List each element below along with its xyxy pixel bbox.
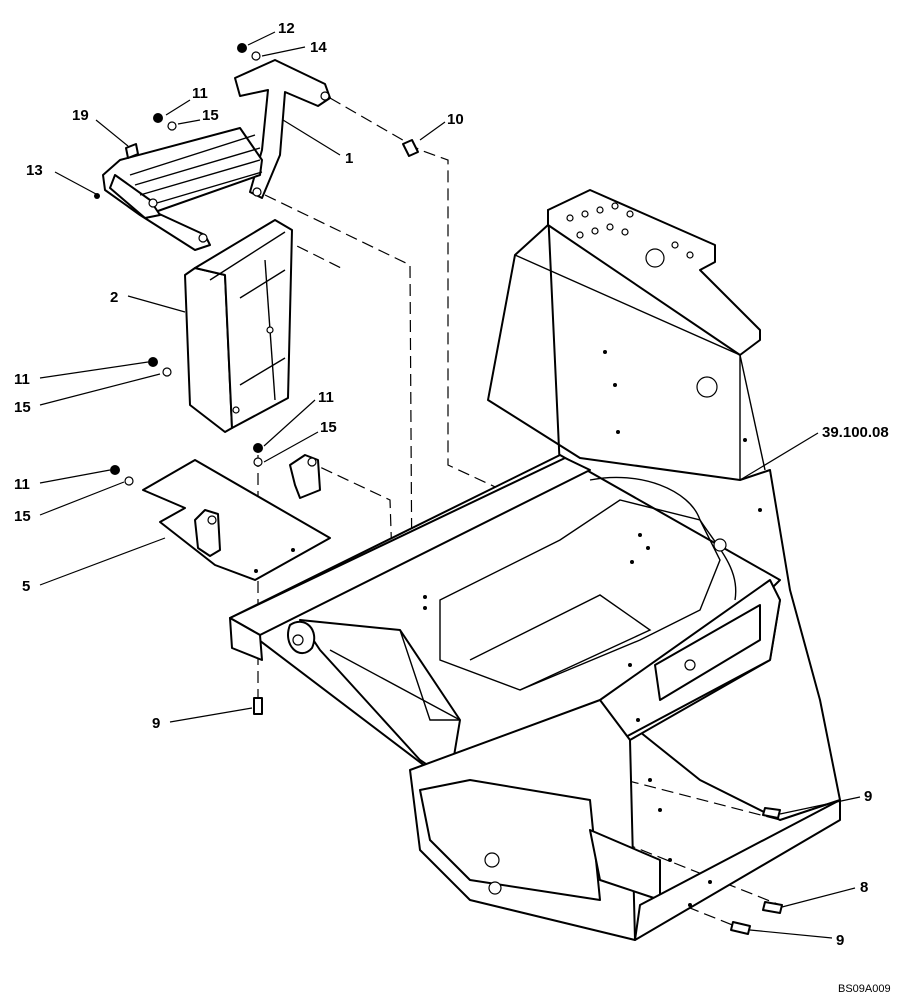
callout-leaders: [39, 31, 861, 939]
callout-11: 11: [318, 389, 334, 406]
top-plate-holes: [566, 202, 694, 259]
callout-2: 2: [110, 289, 118, 306]
washer-14: [251, 51, 261, 61]
callout-13: 13: [26, 162, 43, 179]
bolt-9a: [253, 697, 263, 715]
nut-11a: [153, 113, 163, 123]
bolt-8: [762, 901, 783, 914]
mounting-plate-part-5: [142, 454, 331, 581]
bolt-9b: [762, 807, 781, 819]
step-assembly-part-1: [102, 59, 331, 251]
callout-15: 15: [202, 107, 219, 124]
callout-14: 14: [310, 39, 327, 56]
nut-12: [237, 43, 247, 53]
callout-9: 9: [836, 932, 844, 949]
drawing-code: BS09A009: [838, 983, 891, 995]
callout-11: 11: [14, 476, 30, 493]
washer-15b: [162, 367, 172, 377]
pin-13: [94, 193, 100, 199]
callout-15: 15: [14, 508, 31, 525]
washer-15c: [253, 457, 263, 467]
washer-15a: [167, 121, 177, 131]
bolt-10: [402, 139, 419, 157]
step-bracket-part-2: [184, 219, 293, 433]
fasteners: [94, 43, 783, 935]
callout-labels: 12 14 11 19 15 10 1 13 2 11 15 11 15 39.…: [14, 20, 889, 949]
callout-19: 19: [72, 107, 89, 124]
callout-11: 11: [14, 371, 30, 388]
callout-9: 9: [152, 715, 160, 732]
callout-39-100-08: 39.100.08: [822, 424, 889, 441]
callout-11: 11: [192, 85, 208, 102]
pin-19: [125, 143, 139, 159]
panel-dots: [423, 350, 762, 907]
bolt-9c: [730, 921, 751, 935]
nut-11b: [148, 357, 158, 367]
callout-1: 1: [345, 150, 353, 167]
main-frame: [229, 189, 841, 941]
callout-10: 10: [447, 111, 464, 128]
callout-9: 9: [864, 788, 872, 805]
callout-12: 12: [278, 20, 295, 37]
callout-15: 15: [320, 419, 337, 436]
callout-8: 8: [860, 879, 868, 896]
washer-15d: [124, 476, 134, 486]
callout-15: 15: [14, 399, 31, 416]
nut-11d: [110, 465, 120, 475]
nut-11c: [253, 443, 263, 453]
callout-5: 5: [22, 578, 30, 595]
